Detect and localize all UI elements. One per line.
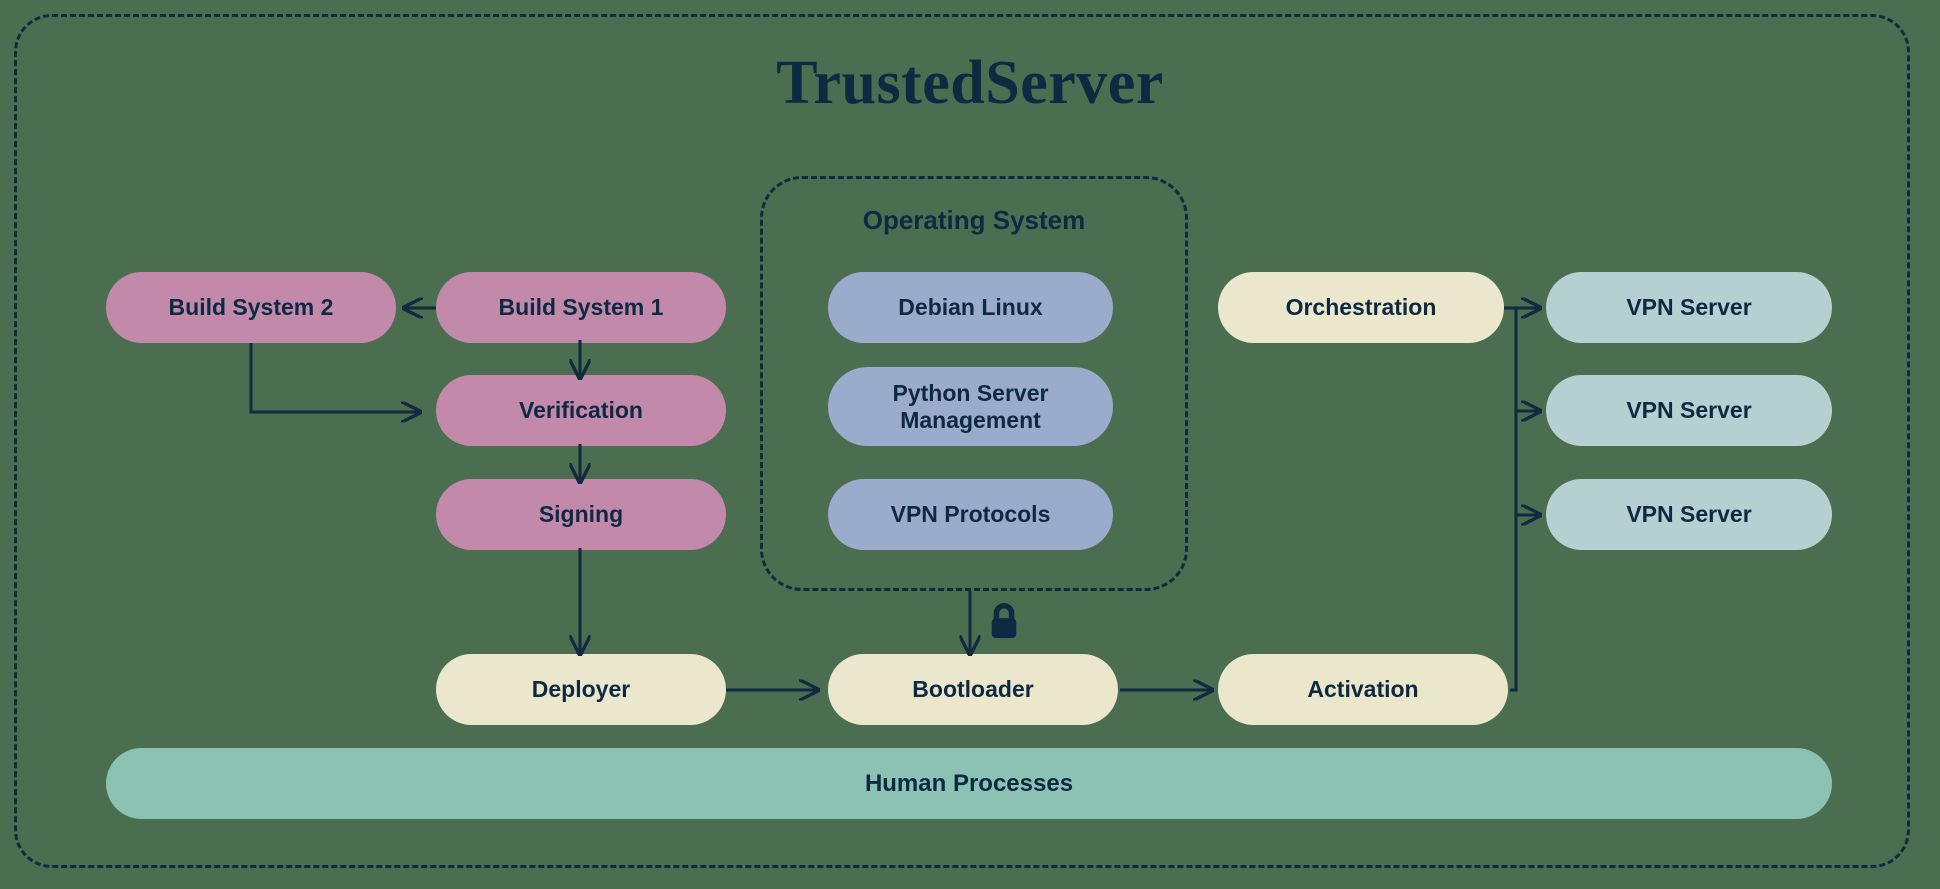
node-vpn-server-2[interactable]: VPN Server [1546, 375, 1832, 446]
node-label: Human Processes [864, 769, 1074, 797]
group-operating-system [760, 176, 1188, 591]
node-orchestration[interactable]: Orchestration [1218, 272, 1504, 343]
node-label: Build System 1 [498, 294, 664, 321]
node-label: Python Server Management [892, 380, 1049, 433]
node-python-server-management[interactable]: Python Server Management [828, 367, 1113, 446]
node-label: VPN Server [1626, 397, 1752, 424]
node-vpn-server-3[interactable]: VPN Server [1546, 479, 1832, 550]
node-build-system-2[interactable]: Build System 2 [106, 272, 396, 343]
node-label: Bootloader [912, 676, 1034, 703]
node-label: Orchestration [1285, 294, 1437, 321]
node-vpn-server-1[interactable]: VPN Server [1546, 272, 1832, 343]
node-human-processes[interactable]: Human Processes [106, 748, 1832, 819]
page-title: TrustedServer [776, 49, 1164, 117]
node-signing[interactable]: Signing [436, 479, 726, 550]
node-label: Signing [538, 501, 624, 528]
node-deployer[interactable]: Deployer [436, 654, 726, 725]
node-build-system-1[interactable]: Build System 1 [436, 272, 726, 343]
node-label: Verification [519, 397, 643, 424]
node-label: Build System 2 [168, 294, 334, 321]
group-operating-system-title: Operating System [862, 205, 1086, 235]
node-label: Deployer [531, 676, 631, 703]
node-debian-linux[interactable]: Debian Linux [828, 272, 1113, 343]
node-vpn-protocols[interactable]: VPN Protocols [828, 479, 1113, 550]
node-label: VPN Server [1626, 294, 1752, 321]
node-label: Activation [1307, 676, 1419, 703]
node-activation[interactable]: Activation [1218, 654, 1508, 725]
node-verification[interactable]: Verification [436, 375, 726, 446]
trustedserver-boundary [14, 14, 1910, 868]
node-label: VPN Protocols [890, 501, 1051, 528]
node-bootloader[interactable]: Bootloader [828, 654, 1118, 725]
node-label: Debian Linux [898, 294, 1043, 321]
node-label: VPN Server [1626, 501, 1752, 528]
lock-icon [984, 601, 1024, 643]
